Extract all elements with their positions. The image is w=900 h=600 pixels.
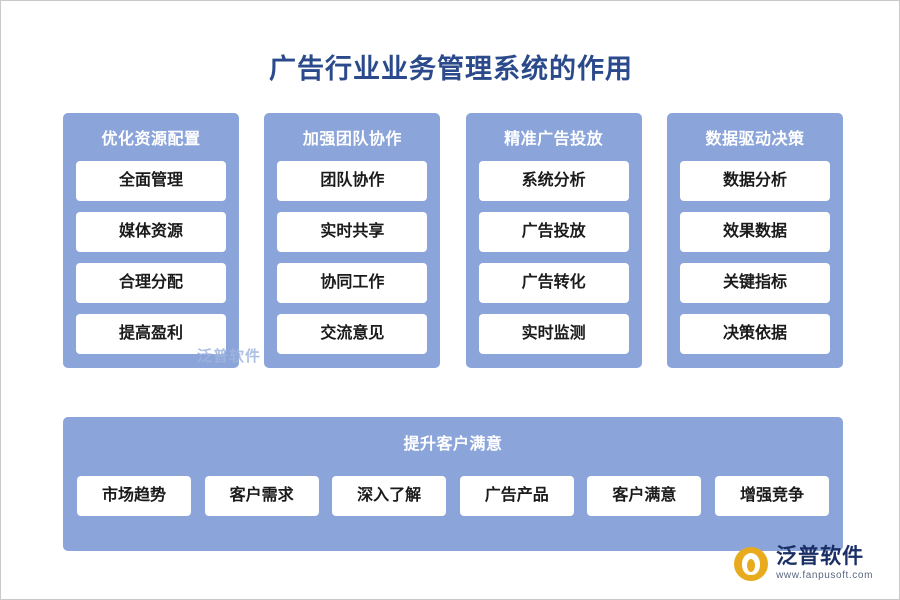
column-precise-advertising: 精准广告投放 系统分析 广告投放 广告转化 实时监测 xyxy=(465,113,642,368)
band-item[interactable]: 客户满意 xyxy=(587,476,702,516)
band-item[interactable]: 市场趋势 xyxy=(77,476,191,516)
column-item[interactable]: 关键指标 xyxy=(679,263,830,303)
column-item[interactable]: 合理分配 xyxy=(76,263,226,303)
band-title: 提升客户满意 xyxy=(403,436,503,453)
column-item[interactable]: 媒体资源 xyxy=(76,212,226,252)
band-item[interactable]: 广告产品 xyxy=(459,476,574,516)
column-item[interactable]: 效果数据 xyxy=(679,212,830,252)
band-item[interactable]: 客户需求 xyxy=(204,476,319,516)
column-item[interactable]: 决策依据 xyxy=(679,314,830,354)
column-group: 优化资源配置 全面管理 媒体资源 合理分配 提高盈利 加强团队协作 团队协作 实… xyxy=(63,113,843,368)
brand-logo: 泛普软件 www.fanpusoft.com xyxy=(734,546,873,581)
column-title: 加强团队协作 xyxy=(302,131,402,148)
column-item[interactable]: 团队协作 xyxy=(277,161,428,201)
brand-url: www.fanpusoft.com xyxy=(776,569,873,581)
column-title: 数据驱动决策 xyxy=(705,131,805,148)
brand-name: 泛普软件 xyxy=(776,545,865,569)
column-title: 优化资源配置 xyxy=(101,131,201,148)
brand-text: 泛普软件 www.fanpusoft.com xyxy=(776,546,873,581)
globe-icon xyxy=(734,546,769,581)
page-title: 广告行业业务管理系统的作用 xyxy=(269,54,633,84)
band-customer-satisfaction: 提升客户满意 市场趋势 客户需求 深入了解 广告产品 客户满意 增强竞争 xyxy=(63,417,843,551)
band-item-group: 市场趋势 客户需求 深入了解 广告产品 客户满意 增强竞争 xyxy=(77,476,829,516)
column-team-collaboration: 加强团队协作 团队协作 实时共享 协同工作 交流意见 xyxy=(264,113,441,368)
column-item[interactable]: 广告转化 xyxy=(478,263,629,303)
column-item[interactable]: 交流意见 xyxy=(277,314,428,354)
band-item[interactable]: 增强竞争 xyxy=(714,476,829,516)
column-data-driven-decision: 数据驱动决策 数据分析 效果数据 关键指标 决策依据 xyxy=(666,113,843,368)
column-optimize-resources: 优化资源配置 全面管理 媒体资源 合理分配 提高盈利 xyxy=(63,113,239,368)
column-item[interactable]: 广告投放 xyxy=(478,212,629,252)
column-item[interactable]: 数据分析 xyxy=(679,161,830,201)
column-item[interactable]: 实时共享 xyxy=(277,212,428,252)
column-item[interactable]: 实时监测 xyxy=(478,314,629,354)
column-item[interactable]: 全面管理 xyxy=(76,161,226,201)
column-item[interactable]: 提高盈利 xyxy=(76,314,226,354)
column-item[interactable]: 协同工作 xyxy=(277,263,428,303)
column-title: 精准广告投放 xyxy=(504,131,604,148)
band-item[interactable]: 深入了解 xyxy=(332,476,447,516)
column-item[interactable]: 系统分析 xyxy=(478,161,629,201)
